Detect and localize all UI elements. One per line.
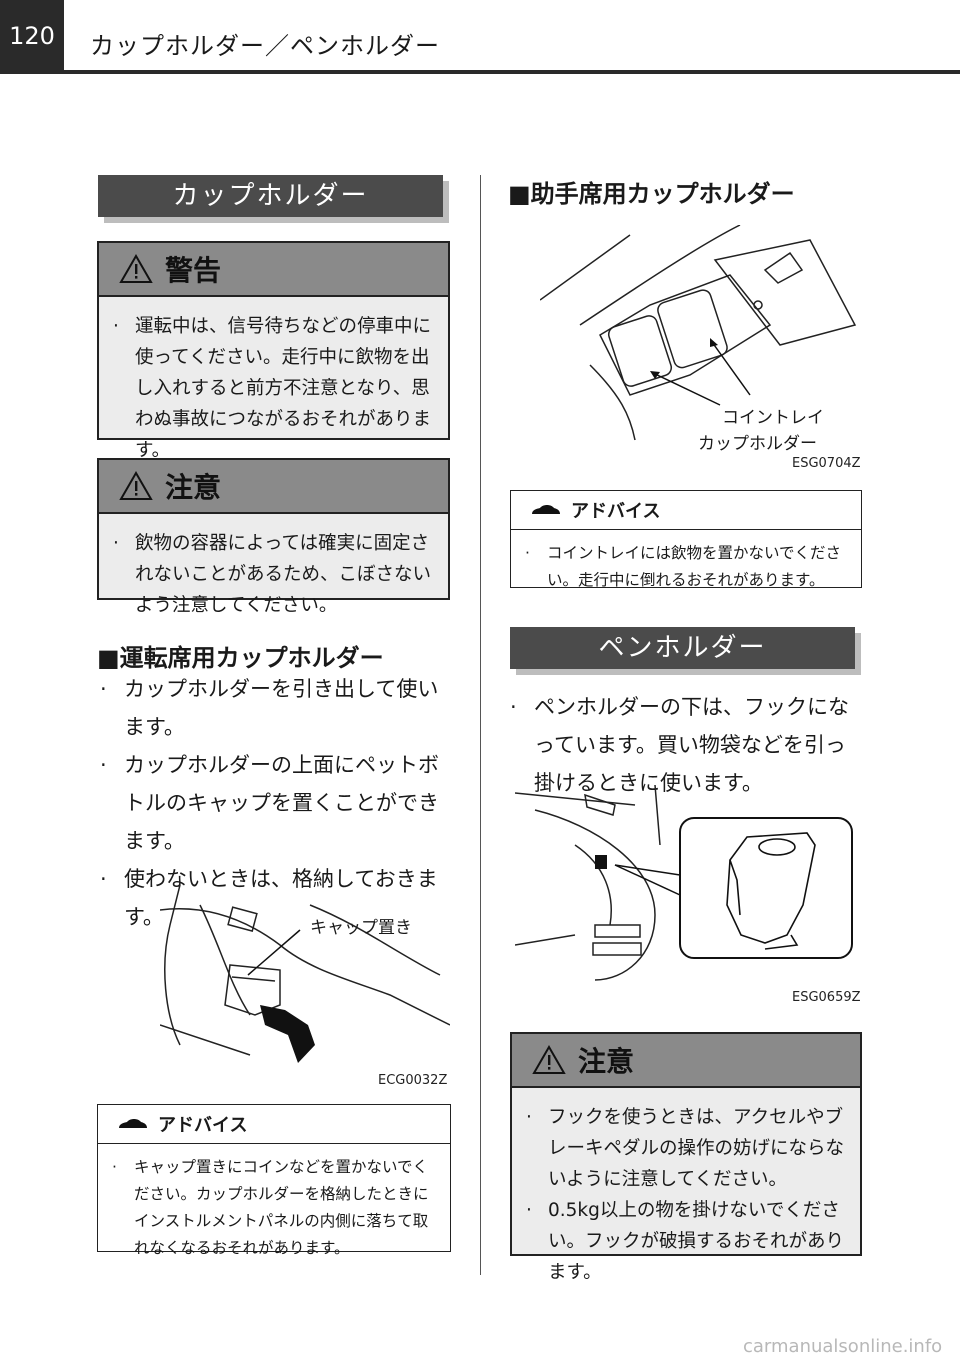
cup-holder-label: カップホルダー <box>698 434 817 454</box>
advice-item: ·コイントレイには飲物を置かないでください。走行中に倒れるおそれがあります。 <box>525 544 842 589</box>
advice-header: アドバイス <box>98 1105 450 1144</box>
caution-title: 注意 <box>578 1045 635 1078</box>
caution-item: ·飲物の容器によっては確実に固定されないことがあるため、こぼさないよう注意してく… <box>113 533 432 616</box>
passenger-cupholder-figure <box>540 225 857 441</box>
driver-cupholder-heading: ■運転席用カップホルダー <box>97 644 384 672</box>
caution-title: 注意 <box>165 471 222 504</box>
header-rule <box>0 70 960 74</box>
car-icon <box>119 1119 147 1128</box>
advice-title: アドバイス <box>158 1115 248 1136</box>
caution-header: 注意 <box>512 1034 860 1088</box>
caution-box: 注意 ·飲物の容器によっては確実に固定されないことがあるため、こぼさないよう注意… <box>97 458 450 616</box>
caution-item: ·フックを使うときは、アクセルやブレーキペダルの操作の妨げにならないように注意し… <box>526 1107 845 1190</box>
warning-box: 警告 ·運転中は、信号待ちなどの停車中に使ってください。走行中に飲物を出し入れす… <box>97 241 450 461</box>
warning-triangle-icon <box>532 1045 566 1074</box>
page-number: 120 <box>0 0 64 72</box>
car-icon <box>532 505 560 514</box>
pen-holder-figure <box>515 785 853 981</box>
advice-item: ·キャップ置きにコインなどを置かないでください。カップホルダーを格納したときにイ… <box>112 1158 429 1257</box>
advice-box: アドバイス ·キャップ置きにコインなどを置かないでください。カップホルダーを格納… <box>97 1104 451 1257</box>
caution-item: ·0.5kg以上の物を掛けないでください。フックが破損するおそれがあります。 <box>526 1200 845 1283</box>
list-item: ·カップホルダーの上面にペットボトルのキャップを置くことができます。 <box>100 753 439 853</box>
warning-item: ·運転中は、信号待ちなどの停車中に使ってください。走行中に飲物を出し入れすると前… <box>113 316 432 461</box>
driver-cupholder-figure <box>160 885 450 1063</box>
figure-code: ESG0659Z <box>792 990 861 1005</box>
passenger-cupholder-heading: ■助手席用カップホルダー <box>508 180 795 208</box>
column-divider <box>480 175 481 1275</box>
watermark: carmanualsonline.info <box>743 1336 943 1357</box>
advice-box: アドバイス ·コイントレイには飲物を置かないでください。走行中に倒れるおそれがあ… <box>510 490 862 589</box>
pen-holder-list: ·ペンホルダーの下は、フックになっています。買い物袋などを引っ掛けるときに使いま… <box>510 688 862 802</box>
caution-header: 注意 <box>99 460 448 514</box>
list-item: ·ペンホルダーの下は、フックになっています。買い物袋などを引っ掛けるときに使いま… <box>510 695 849 795</box>
warning-title: 警告 <box>165 254 222 287</box>
advice-title: アドバイス <box>571 501 661 522</box>
warning-triangle-icon <box>119 471 153 500</box>
list-item: ·使わないときは、格納しておきます。 <box>100 867 438 929</box>
warning-header: 警告 <box>99 243 448 297</box>
list-item: ·カップホルダーを引き出して使います。 <box>100 677 439 739</box>
pen-holder-banner: ペンホルダー <box>510 627 855 669</box>
warning-triangle-icon <box>119 254 153 283</box>
page-title: カップホルダー／ペンホルダー <box>90 32 440 60</box>
coin-tray-label: コイントレイ <box>722 408 824 428</box>
caution-box: 注意 ·フックを使うときは、アクセルやブレーキペダルの操作の妨げにならないように… <box>510 1032 862 1283</box>
figure-code: ESG0704Z <box>792 456 861 471</box>
figure-code: ECG0032Z <box>378 1073 448 1088</box>
cup-holder-banner: カップホルダー <box>98 175 443 217</box>
cap-rest-label: キャップ置き <box>310 918 412 938</box>
driver-cupholder-list: ·カップホルダーを引き出して使います。 ·カップホルダーの上面にペットボトルのキ… <box>100 670 452 936</box>
advice-header: アドバイス <box>511 491 861 530</box>
